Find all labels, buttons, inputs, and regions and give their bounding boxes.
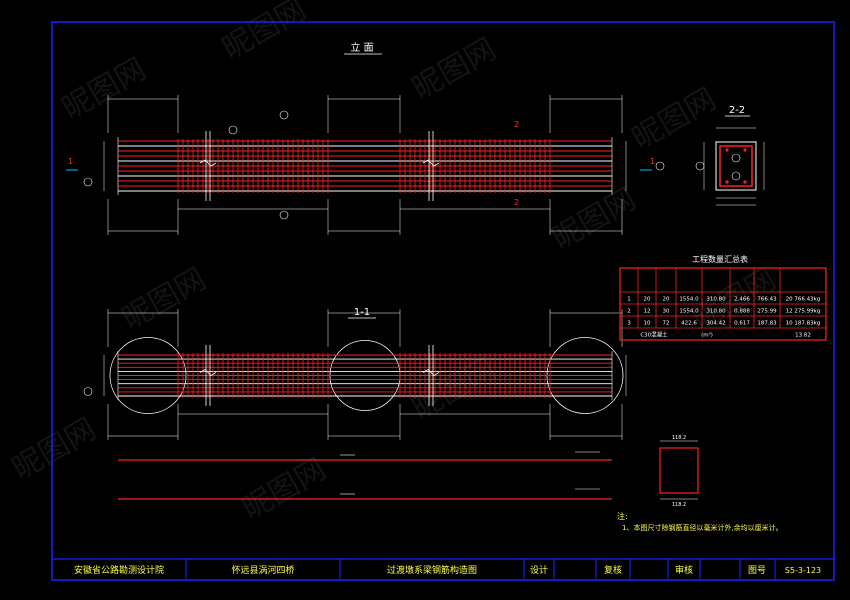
- title-project: 怀远县涡河四桥: [231, 564, 294, 576]
- watermark-text: 昵图网: [7, 412, 102, 487]
- table-cell: 10 187.83kg: [786, 321, 821, 327]
- title-drawing: 过渡墩系梁钢筋构造图: [387, 564, 477, 576]
- title-check-label: 复核: [604, 564, 622, 576]
- title-block-grid: [52, 558, 834, 580]
- table-cell: 12: [644, 309, 651, 315]
- table-concrete-value: 13.82: [795, 333, 811, 339]
- table-cell: 310.80: [706, 297, 726, 303]
- watermark-text: 昵图网: [57, 52, 152, 127]
- callout-circle: [83, 177, 93, 187]
- table-concrete-unit: (m³): [701, 332, 713, 339]
- table-concrete-label: C30混凝土: [640, 331, 668, 339]
- table-cell: 1554.0: [679, 297, 699, 303]
- break-symbol: [422, 368, 440, 377]
- note-label: 注:: [617, 511, 628, 521]
- table-cell: 2: [627, 309, 631, 315]
- callout-circle: [655, 161, 665, 171]
- table-cell: 187.83: [757, 321, 777, 327]
- section-2-2-title: 2-2: [729, 105, 745, 116]
- section-marker-left: 1: [68, 157, 73, 166]
- table-cell: 1: [627, 297, 631, 303]
- title-number-value: S5-3-123: [785, 566, 821, 575]
- small-section-box: [659, 440, 699, 500]
- table-cell: 20 766.43kg: [786, 297, 821, 303]
- callout-circle: [83, 387, 93, 396]
- break-symbol: [199, 159, 217, 167]
- table-cell: 1554.0: [679, 309, 699, 315]
- table-cell: 20: [663, 297, 670, 303]
- elevation-title: 立 面: [350, 41, 373, 54]
- watermark-text: 昵图网: [117, 262, 212, 337]
- watermark-text: 昵图网: [237, 452, 332, 527]
- table-cell: 0.888: [734, 309, 750, 315]
- callout-2-bottom: 2: [514, 198, 519, 207]
- section-2-2-figure: [695, 127, 765, 206]
- callout-circle: [228, 125, 238, 135]
- callout-circle: [279, 210, 289, 220]
- rebar-detail-lines: [118, 451, 612, 500]
- table-title: 工程数量汇总表: [692, 254, 748, 264]
- table-cell: 30: [663, 309, 670, 315]
- table-cell: 304.42: [706, 321, 725, 327]
- table-cell: 3: [627, 321, 631, 327]
- table-cell: 10: [644, 321, 651, 327]
- table-cell: 310.80: [706, 309, 726, 315]
- title-review-label: 审核: [675, 564, 693, 576]
- elevation-beam: [83, 95, 665, 235]
- table-cell: 12 275.99kg: [786, 309, 821, 315]
- section-marker-right: 1: [650, 157, 655, 166]
- title-design-label: 设计: [530, 564, 548, 576]
- table-cell: 2.466: [734, 297, 750, 303]
- break-symbol: [199, 368, 217, 377]
- section-1-1-beam: [83, 309, 627, 440]
- watermark-text: 昵图网: [217, 0, 312, 67]
- break-symbol: [422, 159, 440, 167]
- quantity-table: 1 20 20 1554.0 310.80 2.466 766.43 20 766.43kg 2…: [619, 267, 827, 341]
- watermark-text: 昵图网: [407, 32, 502, 107]
- table-cell: 422.6: [681, 321, 697, 327]
- title-institute: 安徽省公路勘测设计院: [74, 564, 164, 576]
- watermark-text: 昵图网: [627, 82, 722, 157]
- small-section-top-dim: 118.2: [672, 435, 686, 441]
- small-section-bottom-dim: 118.2: [672, 502, 686, 508]
- drawing-frame: [51, 21, 835, 581]
- title-number-label: 图号: [748, 565, 766, 576]
- section-1-1-title: 1-1: [354, 307, 370, 318]
- watermark-text: 昵图网: [547, 182, 642, 257]
- table-cell: 766.43: [757, 297, 777, 303]
- table-cell: 20: [644, 297, 651, 303]
- table-cell: 72: [663, 321, 670, 327]
- table-cell: 275.99: [757, 309, 777, 315]
- table-cell: 0.617: [734, 321, 750, 327]
- callout-circle: [279, 110, 289, 120]
- callout-2-top: 2: [514, 120, 519, 129]
- note-text: 1、本图尺寸除钢筋直径以毫米计外,余均以厘米计。: [622, 523, 783, 532]
